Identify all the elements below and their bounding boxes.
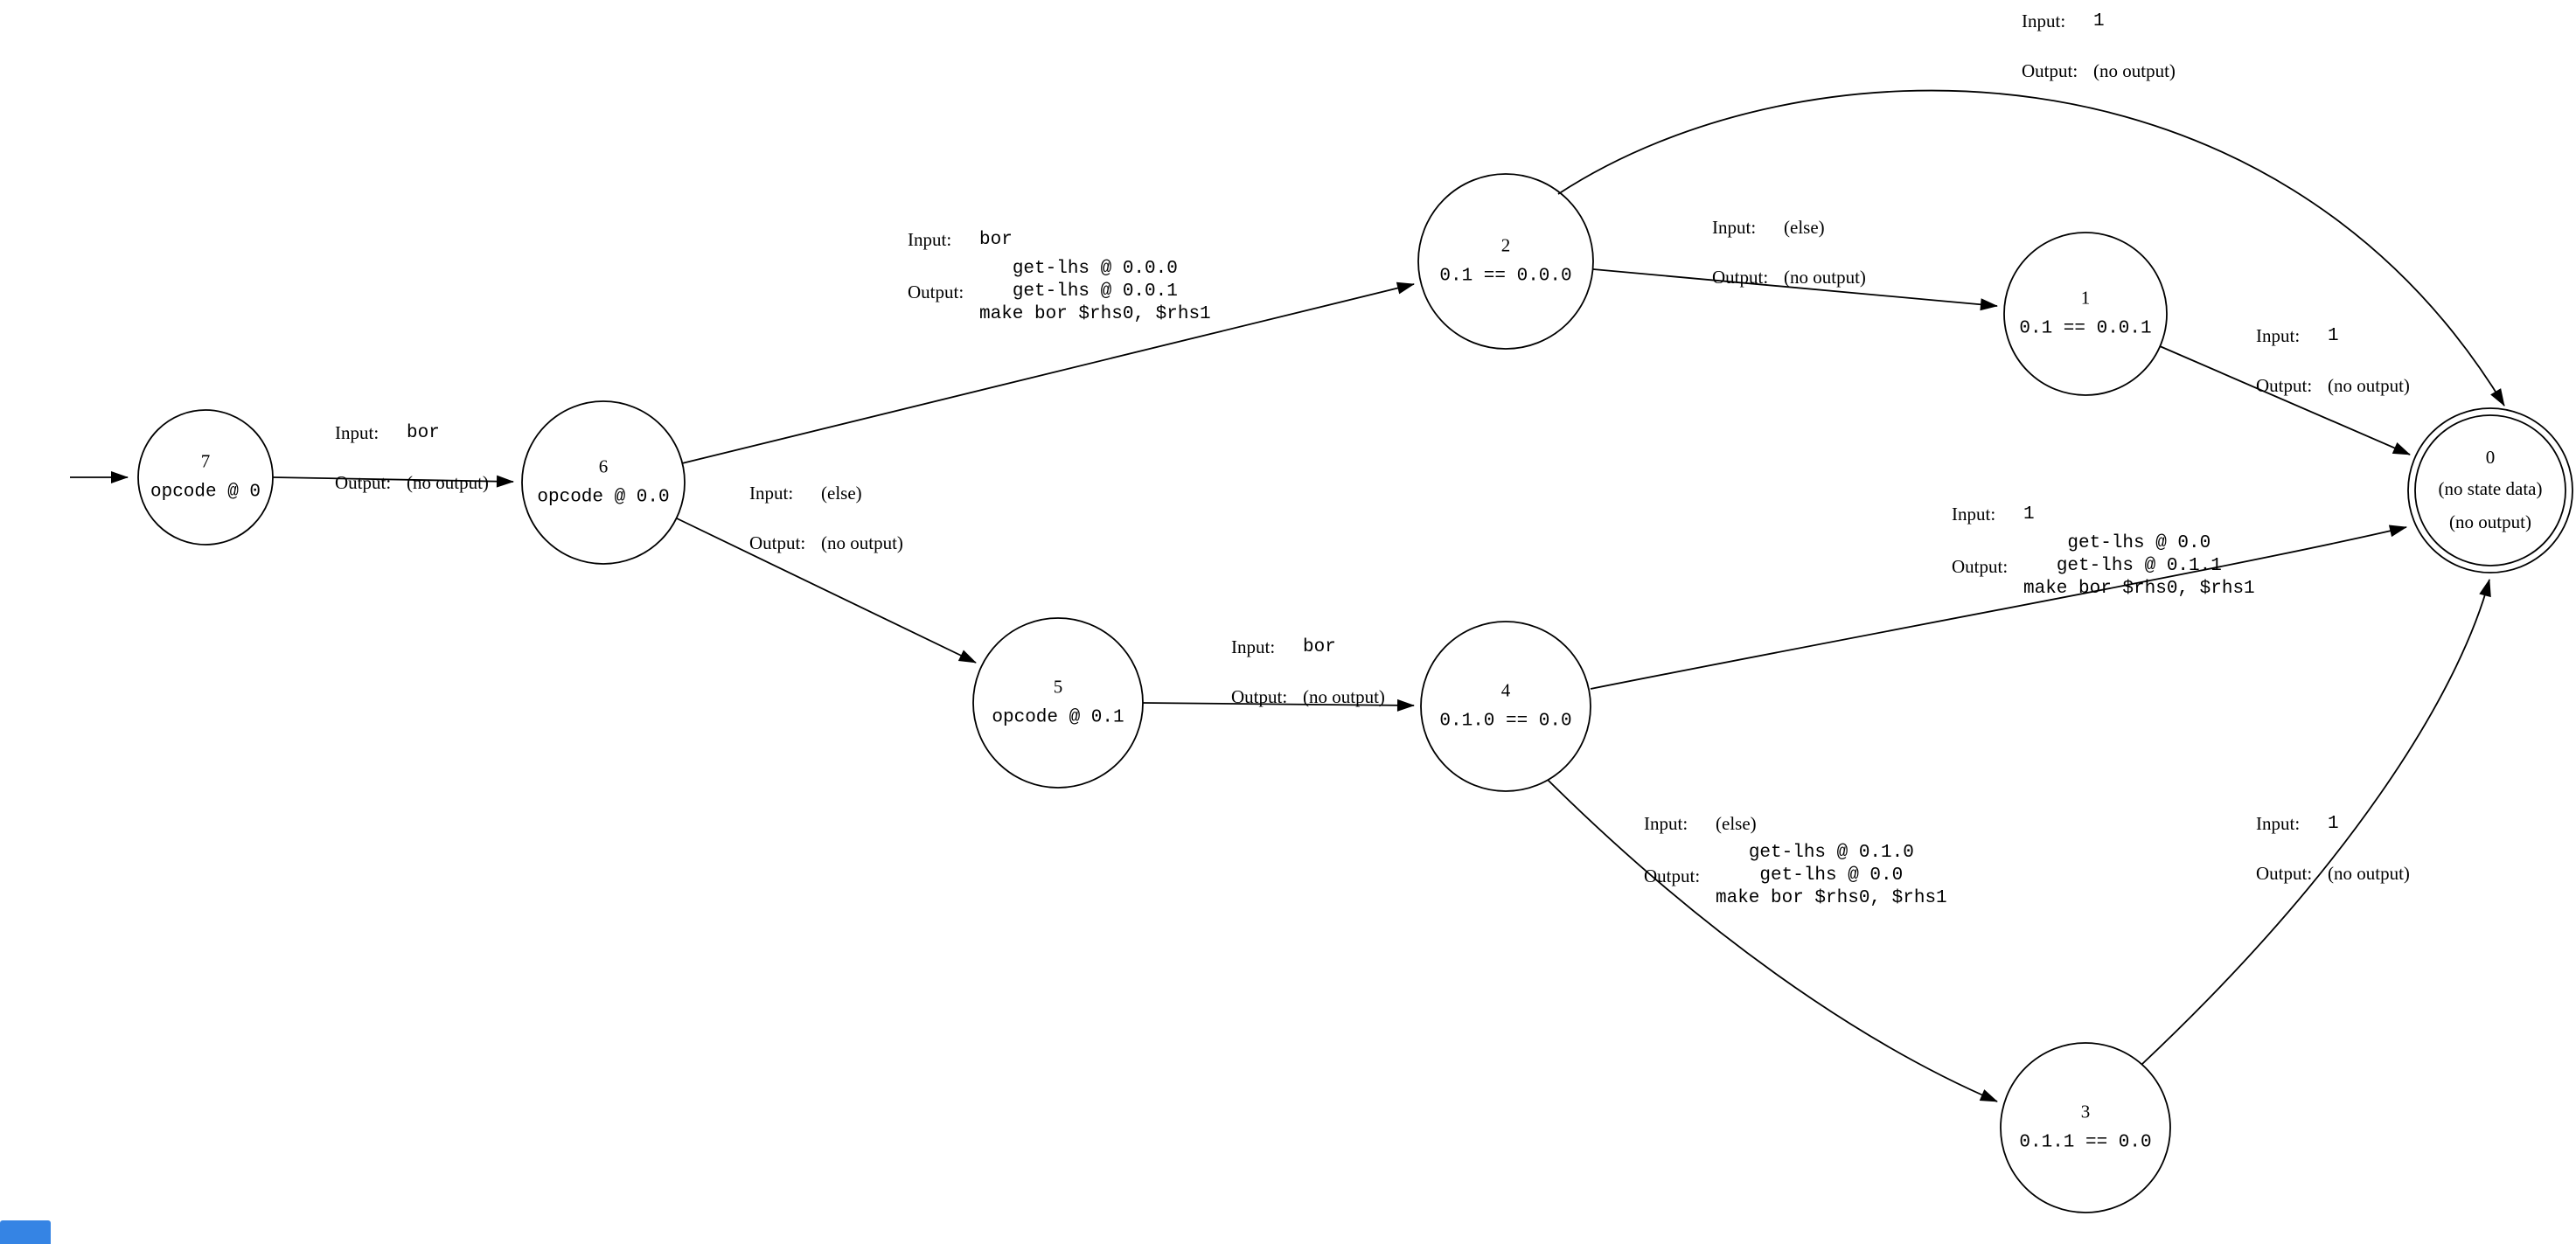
output-value: (no output) bbox=[821, 532, 903, 553]
input-key: Input: bbox=[749, 483, 794, 504]
output-value: get-lhs @ 0.0 get-lhs @ 0.1.1 make bor $… bbox=[2023, 533, 2255, 599]
state-node-1: 1 0.1 == 0.0.1 bbox=[2019, 287, 2151, 340]
edge-label-2-0: Input: 1 Output: (no output) bbox=[2022, 10, 2176, 82]
output-value: (no output) bbox=[1303, 686, 1385, 707]
output-value: (no output) bbox=[1784, 267, 1866, 288]
state-output: (no output) bbox=[2449, 511, 2531, 533]
state-id: 3 bbox=[2080, 1101, 2091, 1122]
output-key: Output: bbox=[1952, 555, 2009, 577]
state-text: (no state data) bbox=[2438, 478, 2543, 500]
state-circle-4 bbox=[1420, 621, 1591, 792]
input-key: Input: bbox=[2256, 813, 2301, 834]
state-node-4: 4 0.1.0 == 0.0 bbox=[1439, 679, 1571, 733]
state-id: 0 bbox=[2485, 447, 2496, 469]
edge-label-5-4: Input: bor Output: (no output) bbox=[1231, 636, 1385, 708]
state-circle-3 bbox=[2000, 1042, 2171, 1213]
edge-1-0 bbox=[2159, 345, 2411, 455]
state-id: 4 bbox=[1500, 679, 1511, 701]
input-key: Input: bbox=[1952, 504, 1996, 525]
edge-label-6-2: Input: bor Output: get-lhs @ 0.0.0 get-l… bbox=[908, 229, 1211, 333]
input-key: Input: bbox=[2256, 325, 2301, 346]
output-key: Output: bbox=[1644, 865, 1701, 886]
edge-label-4-0: Input: 1 Output: get-lhs @ 0.0 get-lhs @… bbox=[1952, 504, 2255, 608]
edge-label-3-0: Input: 1 Output: (no output) bbox=[2256, 813, 2410, 885]
state-circle-2 bbox=[1417, 173, 1594, 350]
state-node-5: 5 opcode @ 0.1 bbox=[992, 676, 1124, 729]
input-value: bor bbox=[407, 423, 440, 443]
edge-2-0 bbox=[1557, 89, 2505, 407]
input-key: Input: bbox=[908, 229, 952, 250]
output-value: (no output) bbox=[2328, 863, 2410, 884]
output-key: Output: bbox=[335, 472, 392, 493]
state-text: 0.1.1 == 0.0 bbox=[2019, 1132, 2152, 1153]
input-key: Input: bbox=[1644, 813, 1688, 834]
edge-6-2 bbox=[681, 281, 1415, 464]
state-circle-6 bbox=[521, 400, 686, 565]
state-circle-0-inner bbox=[2414, 414, 2566, 566]
state-circle-1 bbox=[2003, 232, 2168, 396]
output-value: (no output) bbox=[2328, 375, 2410, 396]
edge-6-5 bbox=[676, 518, 977, 664]
state-text: opcode @ 0.1 bbox=[992, 707, 1124, 728]
state-text: opcode @ 0 bbox=[150, 482, 261, 503]
state-node-2: 2 0.1 == 0.0.0 bbox=[1439, 234, 1571, 288]
input-key: Input: bbox=[335, 422, 379, 443]
edge-2-1 bbox=[1592, 268, 1998, 311]
edge-4-3 bbox=[1547, 779, 1998, 1102]
edge-5-4 bbox=[1142, 698, 1415, 712]
state-node-7: 7 opcode @ 0 bbox=[150, 450, 261, 504]
state-id: 6 bbox=[598, 455, 609, 477]
edge-7-6 bbox=[272, 475, 514, 488]
state-text: opcode @ 0.0 bbox=[537, 487, 670, 508]
output-key: Output: bbox=[749, 532, 806, 553]
edge-3-0 bbox=[2141, 579, 2491, 1065]
state-id: 1 bbox=[2080, 287, 2091, 309]
output-key: Output: bbox=[1231, 686, 1288, 707]
output-key: Output: bbox=[2022, 60, 2078, 81]
edge-4-0 bbox=[1590, 525, 2407, 690]
input-key: Input: bbox=[1712, 217, 1757, 238]
input-key: Input: bbox=[1231, 636, 1276, 657]
output-key: Output: bbox=[908, 281, 964, 302]
state-node-3: 3 0.1.1 == 0.0 bbox=[2019, 1101, 2151, 1154]
edge-label-7-6: Input: bor Output: (no output) bbox=[335, 422, 489, 494]
state-id: 5 bbox=[1053, 676, 1063, 698]
output-value: (no output) bbox=[2093, 60, 2176, 81]
output-key: Output: bbox=[2256, 863, 2313, 884]
input-key: Input: bbox=[2022, 10, 2066, 31]
output-key: Output: bbox=[2256, 375, 2313, 396]
output-value: get-lhs @ 0.0.0 get-lhs @ 0.0.1 make bor… bbox=[979, 259, 1211, 324]
edge-label-4-3: Input: (else) Output: get-lhs @ 0.1.0 ge… bbox=[1644, 813, 1947, 917]
input-value: 1 bbox=[2023, 504, 2035, 525]
state-text: 0.1 == 0.0.0 bbox=[1439, 266, 1572, 287]
output-value: (no output) bbox=[407, 472, 489, 493]
input-value: bor bbox=[979, 230, 1013, 250]
state-text: 0.1.0 == 0.0 bbox=[1439, 711, 1572, 732]
state-text: 0.1 == 0.0.1 bbox=[2019, 318, 2152, 339]
state-node-0: 0 (no state data) (no output) bbox=[2439, 447, 2543, 534]
corner-blue-strip bbox=[0, 1220, 51, 1244]
input-value: 1 bbox=[2093, 11, 2105, 31]
input-value: 1 bbox=[2328, 326, 2339, 346]
state-id: 7 bbox=[200, 450, 211, 472]
output-key: Output: bbox=[1712, 267, 1769, 288]
input-value: (else) bbox=[821, 483, 862, 504]
edge-label-2-1: Input: (else) Output: (no output) bbox=[1712, 217, 1866, 288]
state-node-6: 6 opcode @ 0.0 bbox=[537, 455, 669, 509]
input-value: 1 bbox=[2328, 814, 2339, 834]
state-circle-0-outer bbox=[2407, 407, 2573, 573]
input-value: (else) bbox=[1784, 217, 1825, 238]
edge-label-6-5: Input: (else) Output: (no output) bbox=[749, 483, 903, 554]
state-id: 2 bbox=[1500, 234, 1511, 256]
input-value: (else) bbox=[1716, 813, 1757, 834]
input-value: bor bbox=[1303, 637, 1336, 657]
output-value: get-lhs @ 0.1.0 get-lhs @ 0.0 make bor $… bbox=[1716, 843, 1947, 908]
edge-label-1-0: Input: 1 Output: (no output) bbox=[2256, 325, 2410, 397]
